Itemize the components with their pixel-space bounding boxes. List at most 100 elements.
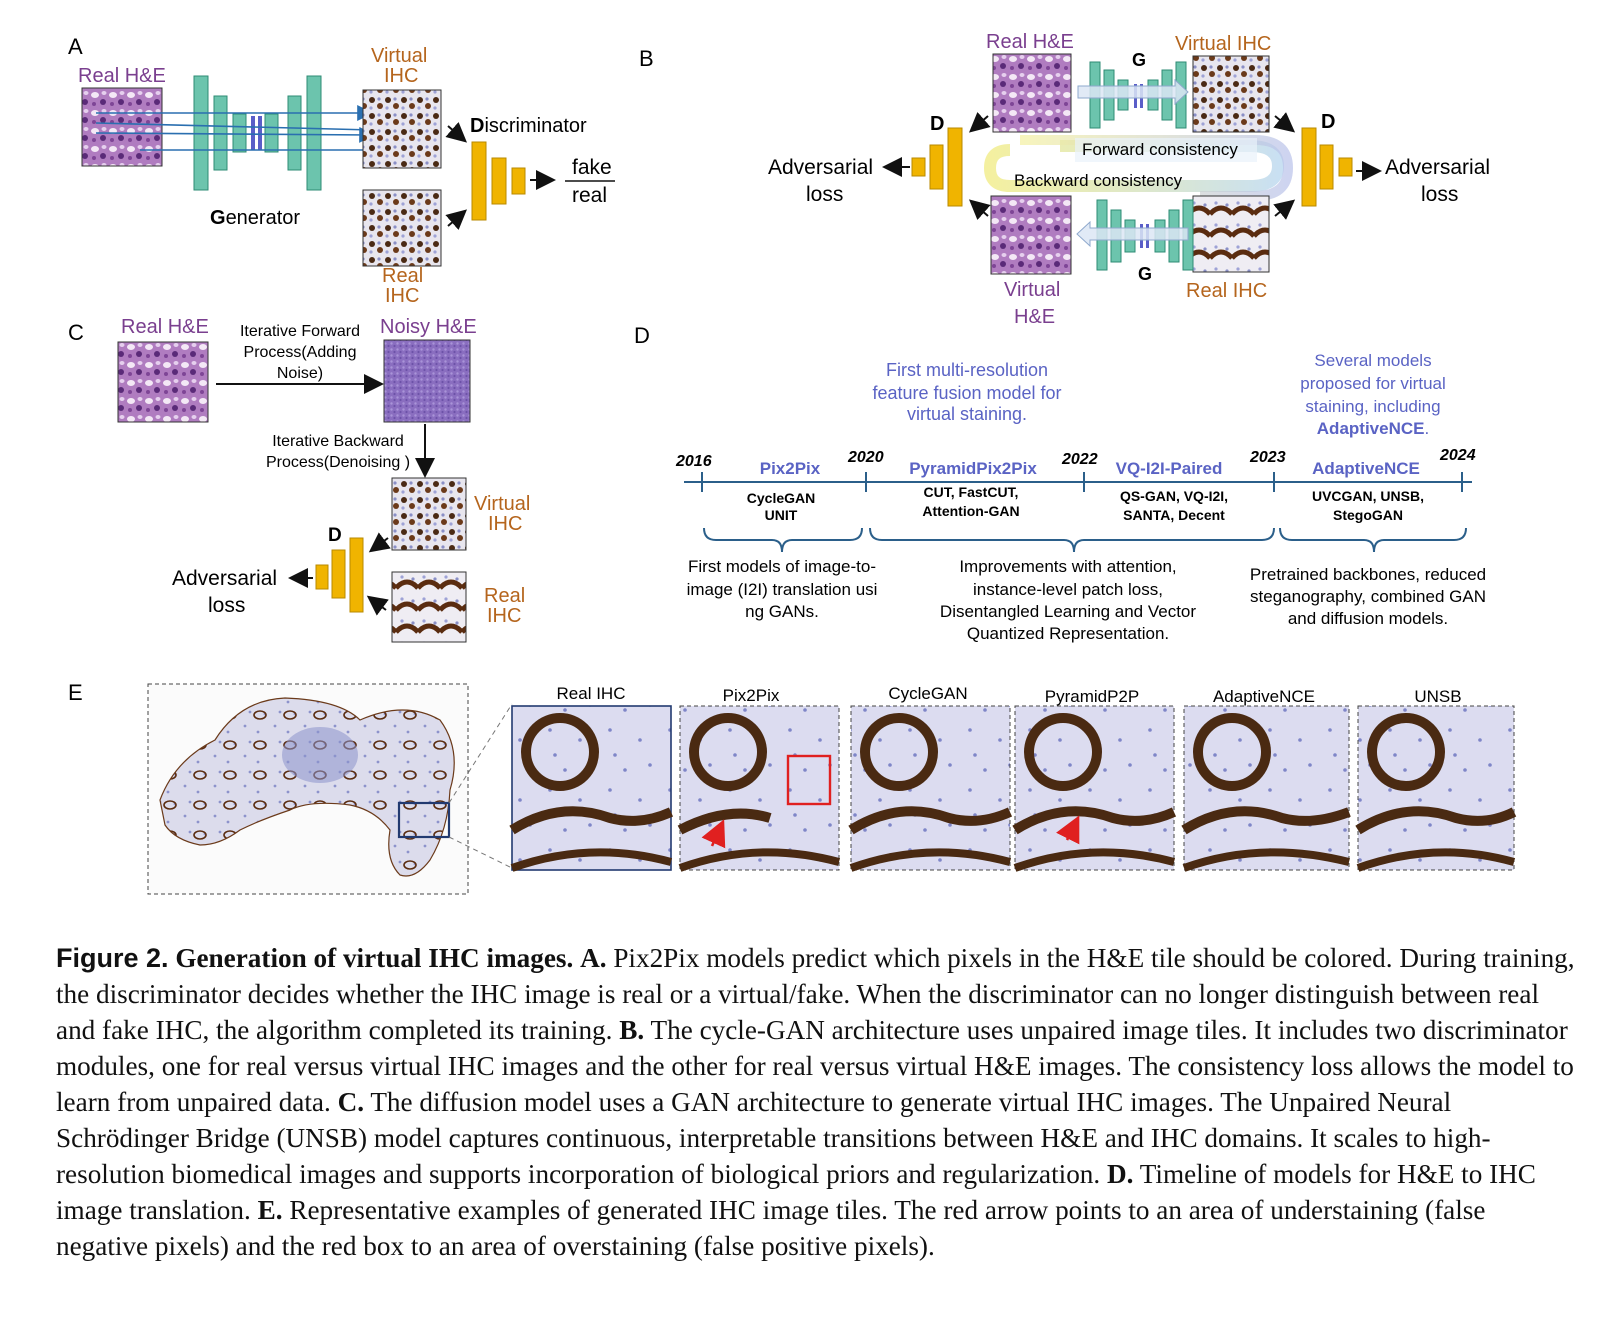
svg-text:Disentangled Learning and Vect: Disentangled Learning and Vector: [940, 602, 1196, 621]
whole-slide-region: [282, 727, 358, 783]
year-label: 2016: [675, 453, 712, 470]
caption-c-text: The diffusion model uses a GAN architect…: [56, 1087, 1491, 1189]
caption-b-label: B.: [619, 1015, 645, 1045]
tile-pyramidp2p: PyramidP2P: [1012, 687, 1177, 872]
model-label: AdaptiveNCE: [1312, 459, 1420, 478]
timeline-models: Pix2Pix PyramidPix2Pix VQ-I2I-Paired Ada…: [760, 459, 1420, 478]
arrow-real-to-d: [366, 595, 389, 616]
tile-label: Pix2Pix: [723, 686, 780, 705]
arrow-to-d-left-bottom: [968, 199, 991, 221]
svg-text:proposed for virtual: proposed for virtual: [1300, 374, 1446, 393]
panel-d: D First multi-resolution feature fusion …: [634, 323, 1486, 643]
arrow-to-d-right-top: [1273, 112, 1296, 133]
adv-right-label-1: Adversarial: [1385, 156, 1490, 179]
adv-right-label-2: loss: [1421, 183, 1458, 206]
svg-text:StegoGAN: StegoGAN: [1333, 507, 1403, 523]
svg-text:First models of image-to-: First models of image-to-: [688, 557, 876, 576]
panel-d-letter: D: [634, 323, 650, 348]
real-ihc-label-2: IHC: [385, 285, 419, 307]
arrow-to-disc-bottom: [445, 209, 468, 231]
caption-title: Generation of virtual IHC images.: [175, 943, 574, 973]
timeline-other-models: CycleGAN UNIT CUT, FastCUT, Attention-GA…: [747, 484, 1424, 523]
real-he-label: Real H&E: [121, 316, 209, 338]
understaining-arrow: [701, 819, 726, 849]
caption-e-label: E.: [257, 1195, 283, 1225]
svg-text:and diffusion models.: and diffusion models.: [1288, 609, 1448, 628]
backward-process-2: Process(Denoising ): [266, 454, 410, 471]
tile-label: PyramidP2P: [1045, 687, 1139, 706]
tile-unsb: UNSB: [1355, 687, 1517, 872]
panel-b: B Real H&E Virtual IHC G Forward consist…: [639, 31, 1490, 328]
real-label: real: [572, 184, 607, 207]
backward-consistency-arrow: [1020, 135, 1294, 201]
backward-process-1: Iterative Backward: [272, 433, 404, 450]
real-ihc-label: Real IHC: [1186, 280, 1267, 302]
discriminator-network: [471, 141, 526, 221]
backward-consistency-label: Backward consistency: [1014, 171, 1183, 190]
panel-e-letter: E: [68, 680, 83, 705]
skip-connections: [95, 105, 434, 158]
caption-b-text: The cycle-GAN architecture uses unpaired…: [56, 1015, 1574, 1117]
virtual-ihc-label-2: IHC: [488, 513, 522, 535]
figure-panels: A Real H&E Generator Virtual IHC Real IH…: [68, 31, 1517, 895]
timeline-summaries: First models of image-to- image (I2I) tr…: [687, 557, 1487, 643]
svg-text:CycleGAN: CycleGAN: [747, 490, 815, 506]
panel-b-letter: B: [639, 46, 654, 71]
comparison-tiles: Real IHC Pix2Pix CycleGAN: [509, 684, 1517, 872]
g-top-label: G: [1132, 50, 1146, 70]
forward-process-3: Noise): [277, 365, 323, 382]
tile-label: CycleGAN: [888, 684, 967, 703]
year-label: 2020: [847, 449, 884, 466]
generator-bottom-arrow: [1076, 220, 1189, 248]
real-he-label: Real H&E: [78, 65, 166, 87]
svg-text:ng GANs.: ng GANs.: [745, 602, 819, 621]
generator-top-arrow: [1077, 78, 1189, 106]
svg-text:instance-level patch loss,: instance-level patch loss,: [973, 580, 1163, 599]
forward-consistency-box: [1075, 138, 1257, 162]
svg-text:Attention-GAN: Attention-GAN: [922, 503, 1019, 519]
tile-cyclegan: CycleGAN: [848, 684, 1013, 872]
real-ihc-tile: [391, 571, 467, 643]
virtual-he-tile: [990, 195, 1072, 275]
year-label: 2022: [1061, 451, 1098, 468]
adv-left-label-2: loss: [806, 183, 843, 206]
svg-text:First multi-resolution: First multi-resolution: [886, 360, 1048, 380]
panel-e: E Real IHC Pix2Pix: [68, 680, 1517, 895]
svg-text:steganography, combined GAN: steganography, combined GAN: [1250, 587, 1486, 606]
note-pyramid: First multi-resolution feature fusion mo…: [872, 360, 1061, 424]
whole-slide-tissue: [159, 697, 455, 877]
panel-c: C Real H&E Iterative Forward Process(Add…: [68, 316, 530, 643]
discriminator-right: [1301, 127, 1353, 207]
svg-text:CUT, FastCUT,: CUT, FastCUT,: [924, 484, 1019, 500]
tile-label: UNSB: [1414, 687, 1461, 706]
caption-d-label: D.: [1106, 1159, 1134, 1189]
svg-text:feature fusion model for: feature fusion model for: [872, 383, 1061, 403]
forward-process-2: Process(Adding: [244, 344, 357, 361]
timeline-ticks: [701, 472, 1463, 492]
real-ihc-tile: [1192, 195, 1270, 273]
timeline-years: 2016 2020 2022 2023 2024: [675, 447, 1476, 470]
panel-a: A Real H&E Generator Virtual IHC Real IH…: [68, 34, 615, 307]
arrow-to-d-left-top: [968, 111, 991, 133]
discriminator-c: [315, 537, 364, 613]
real-ihc-label-1: Real: [382, 265, 423, 287]
svg-text:AdaptiveNCE.: AdaptiveNCE.: [1317, 419, 1429, 438]
tile-label: AdaptiveNCE: [1213, 687, 1315, 706]
real-ihc-label-2: IHC: [487, 605, 521, 627]
real-he-tile: [81, 87, 163, 167]
discriminator-label: Discriminator: [470, 115, 587, 137]
svg-text:Several models: Several models: [1314, 351, 1431, 370]
adv-label-1: Adversarial: [172, 567, 277, 590]
zoom-region-box: [397, 801, 451, 839]
tile-adaptivence: AdaptiveNCE: [1181, 687, 1351, 872]
virtual-ihc-tile: [362, 89, 442, 169]
real-ihc-tile: [362, 189, 442, 267]
svg-text:Improvements with attention,: Improvements with attention,: [959, 557, 1176, 576]
d-left-label: D: [930, 113, 944, 135]
timeline-braces: [703, 527, 1467, 553]
fake-label: fake: [572, 156, 612, 179]
tile-label: Real IHC: [557, 684, 626, 703]
caption-c-label: C.: [337, 1087, 365, 1117]
svg-text:Quantized Representation.: Quantized Representation.: [967, 624, 1169, 643]
svg-text:image (I2I) translation usi: image (I2I) translation usi: [687, 580, 878, 599]
